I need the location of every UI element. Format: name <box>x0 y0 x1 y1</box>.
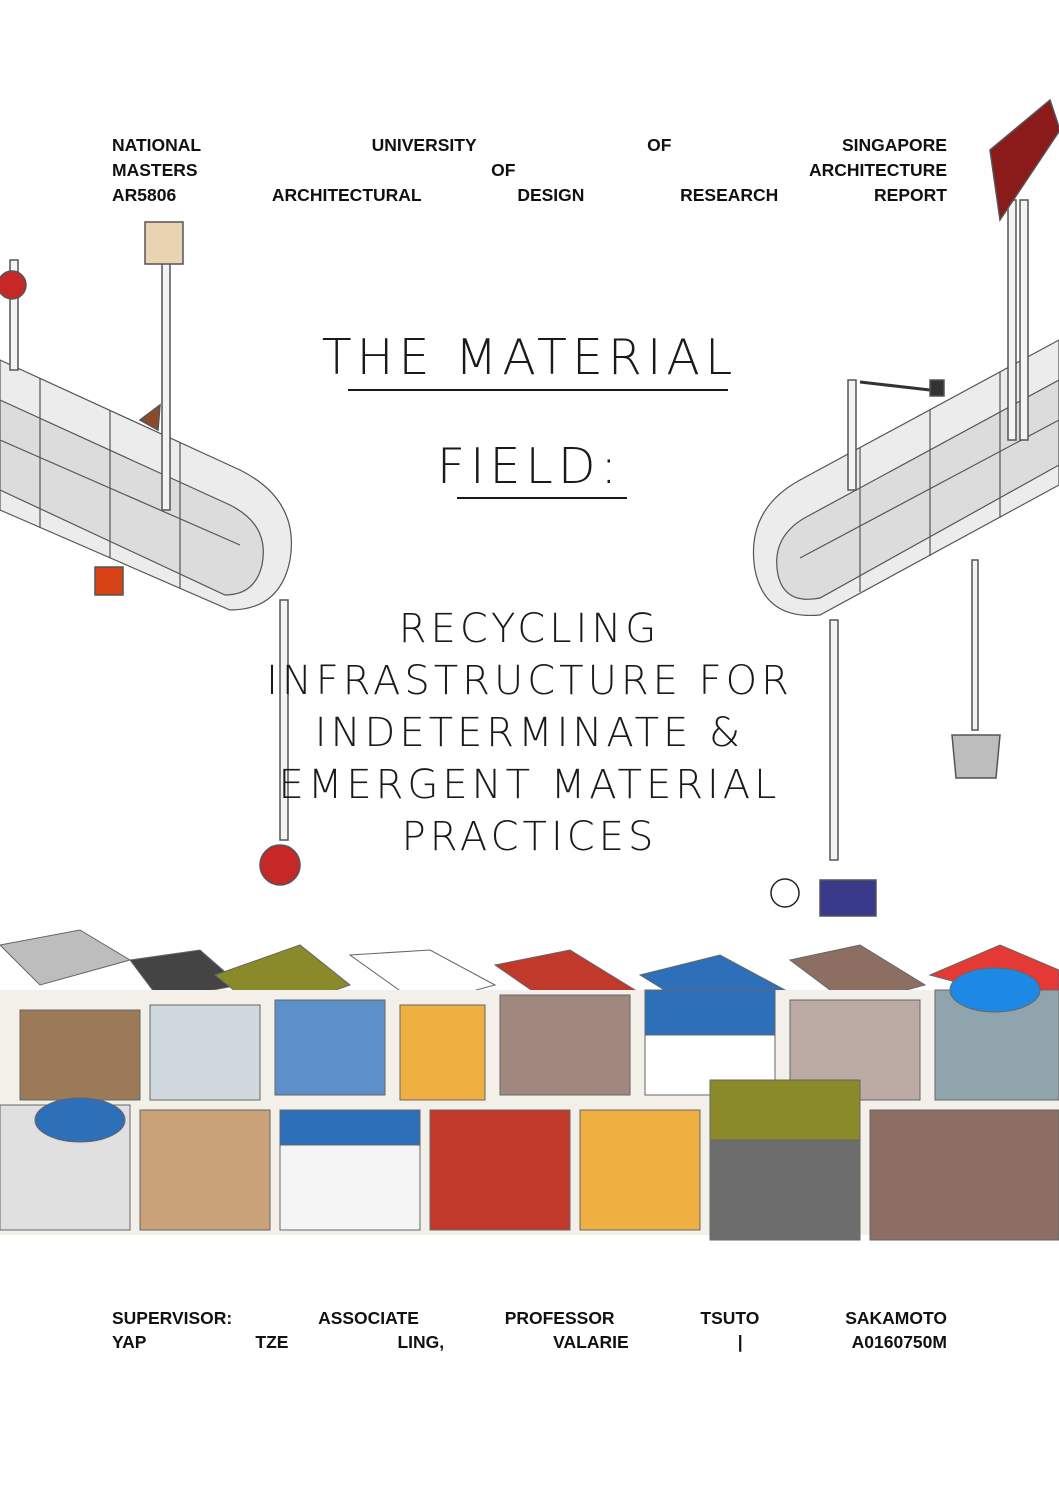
header-word: OF <box>647 135 672 155</box>
header-line-2: MASTERS OF ARCHITECTURE <box>112 158 947 183</box>
header-word: ARCHITECTURE <box>808 160 947 180</box>
header-word: NATIONAL <box>112 135 202 155</box>
subtitle-line: RECYCLING <box>398 606 661 652</box>
header-word: ARCHITECTURAL <box>271 185 422 205</box>
header-word: UNIVERSITY <box>371 135 477 155</box>
header-word: SINGAPORE <box>841 135 947 155</box>
subtitle-line: PRACTICES <box>401 814 658 860</box>
header-word: RESEARCH <box>680 185 779 205</box>
footer-word: PROFESSOR <box>504 1308 615 1328</box>
title-line-2: FIELD: <box>436 438 623 495</box>
footer-word: | <box>737 1332 743 1352</box>
footer-word: TZE <box>255 1332 289 1352</box>
title-underline-2 <box>457 497 627 499</box>
left-hanging-tools-illustration <box>0 221 301 886</box>
footer-word: SAKAMOTO <box>845 1308 947 1328</box>
header-line-3: AR5806 ARCHITECTURAL DESIGN RESEARCH REP… <box>112 183 947 208</box>
market-stalls-illustration <box>0 929 1059 1241</box>
header-word: REPORT <box>874 185 947 205</box>
subtitle-line: EMERGENT MATERIAL <box>278 762 781 808</box>
footer-word: LING, <box>397 1332 445 1352</box>
title-line-1: THE MATERIAL <box>321 329 738 386</box>
institution-header: NATIONAL UNIVERSITY OF SINGAPORE MASTERS… <box>112 133 947 208</box>
footer-word: VALARIE <box>553 1332 629 1352</box>
title-underline-1 <box>348 389 728 391</box>
footer-word: TSUTO <box>700 1308 760 1328</box>
footer-word: A0160750M <box>851 1332 947 1352</box>
left-conveyor-illustration <box>0 359 292 611</box>
footer-word: SUPERVISOR: <box>112 1308 233 1328</box>
subtitle-line: INFRASTRUCTURE FOR <box>266 658 793 704</box>
header-word: AR5806 <box>112 185 177 205</box>
header-word: MASTERS <box>112 160 198 180</box>
credits-footer: SUPERVISOR: ASSOCIATE PROFESSOR TSUTO SA… <box>112 1306 947 1354</box>
right-conveyor-illustration <box>752 339 1059 617</box>
footer-line-2: YAP TZE LING, VALARIE | A0160750M <box>112 1330 947 1354</box>
header-word: OF <box>491 160 516 180</box>
header-line-1: NATIONAL UNIVERSITY OF SINGAPORE <box>112 133 947 158</box>
header-word: DESIGN <box>517 185 585 205</box>
footer-word: YAP <box>112 1332 147 1352</box>
footer-line-1: SUPERVISOR: ASSOCIATE PROFESSOR TSUTO SA… <box>112 1306 947 1330</box>
right-hanging-tools-illustration <box>770 98 1059 917</box>
subtitle: RECYCLING INFRASTRUCTURE FOR INDETERMINA… <box>0 603 1059 863</box>
footer-word: ASSOCIATE <box>318 1308 419 1328</box>
subtitle-line: INDETERMINATE & <box>314 710 745 756</box>
